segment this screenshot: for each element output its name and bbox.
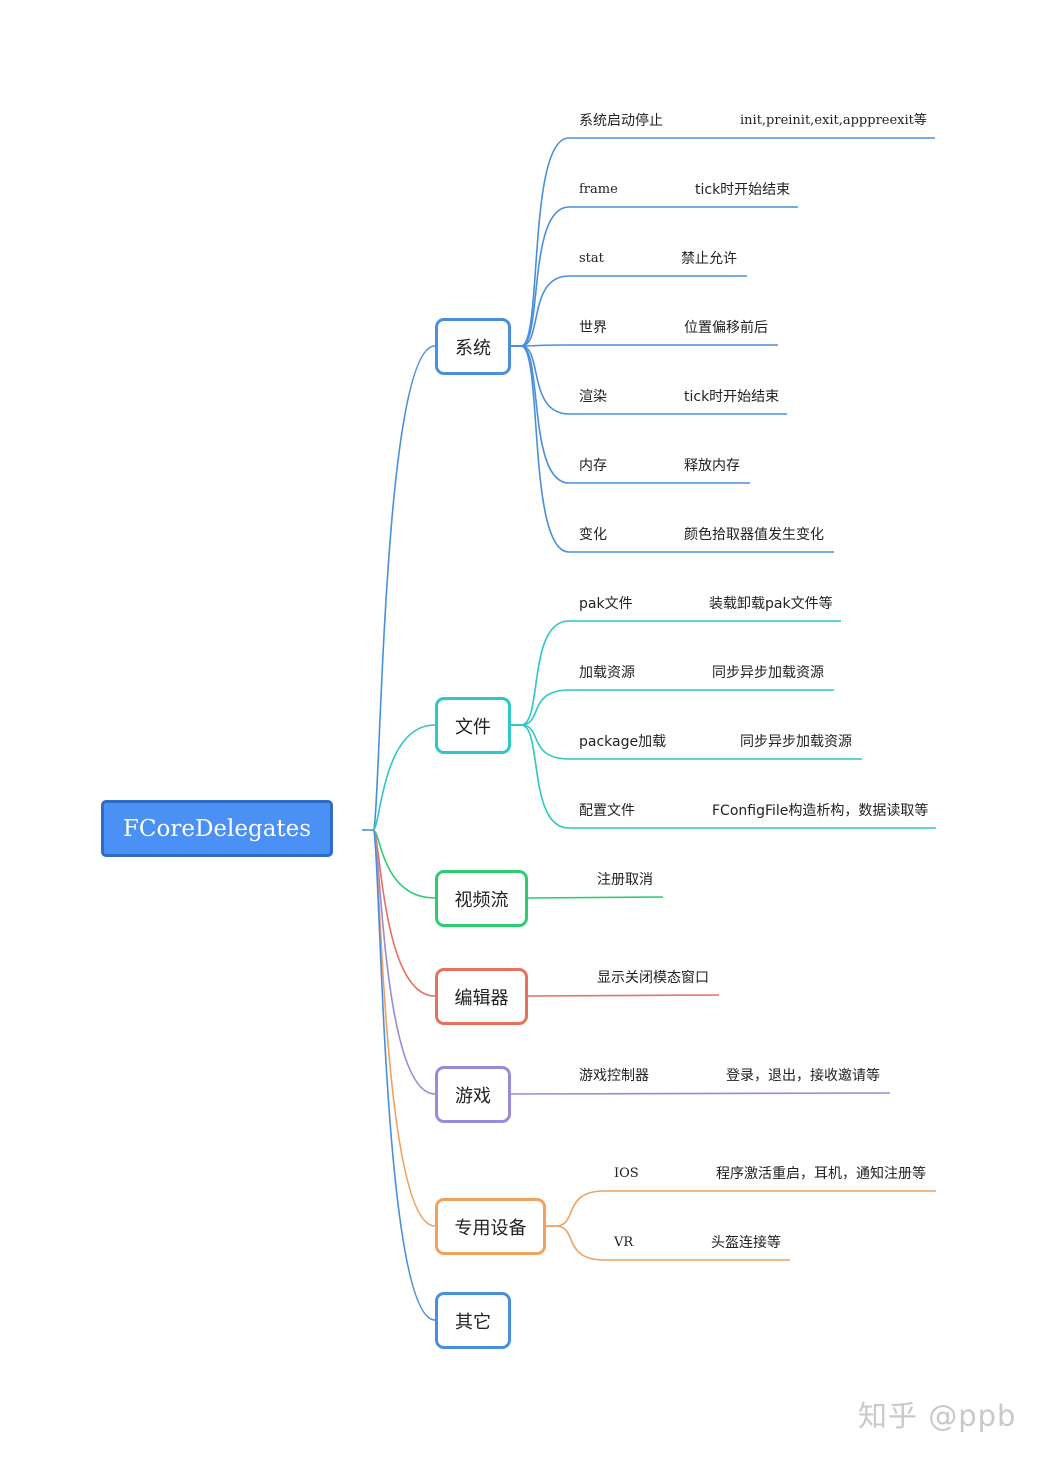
branch-connector — [372, 724, 436, 831]
leaf-key-label: 世界 — [579, 320, 607, 336]
branch-connector — [372, 829, 436, 1321]
leaf-value-label: 释放内存 — [684, 458, 740, 474]
leaf-key-label: 系统启动停止 — [579, 113, 663, 129]
leaf-value-label: 颜色拾取器值发生变化 — [684, 527, 824, 543]
leaf-connector — [511, 206, 798, 347]
leaf-key-label: 内存 — [579, 458, 607, 474]
branch-connector — [372, 829, 436, 899]
leaf-value-label: 登录，退出，接收邀请等 — [726, 1068, 880, 1084]
leaf-value-label: init,preinit,exit,apppreexit等 — [740, 113, 927, 128]
leaf-key-label: VR — [614, 1235, 634, 1250]
leaf-connector — [511, 345, 834, 553]
leaf-connector — [511, 724, 936, 829]
branch-node: 游戏 — [435, 1066, 511, 1123]
leaf-value-label: 程序激活重启，耳机，通知注册等 — [716, 1166, 926, 1182]
leaf-key-label: 加载资源 — [579, 665, 635, 681]
leaf-value-label: 禁止允许 — [681, 251, 737, 267]
leaf-key-label: IOS — [614, 1166, 639, 1181]
leaf-value-label: 头盔连接等 — [711, 1235, 781, 1251]
leaf-connector — [511, 620, 841, 726]
leaf-key-label: 显示关闭模态窗口 — [597, 970, 709, 986]
branch-node: 专用设备 — [435, 1198, 546, 1255]
leaf-value-label: tick时开始结束 — [695, 182, 791, 198]
leaf-connector — [511, 137, 935, 347]
branch-node: 文件 — [435, 697, 511, 754]
leaf-connector — [511, 344, 778, 347]
leaf-value-label: 同步异步加载资源 — [740, 734, 852, 750]
leaf-value-label: FConfigFile构造析构，数据读取等 — [712, 803, 929, 819]
branch-node: 视频流 — [435, 870, 528, 927]
leaf-key-label: stat — [579, 251, 604, 266]
root-node: FCoreDelegates — [101, 800, 333, 857]
leaf-value-label: 装载卸载pak文件等 — [709, 596, 833, 612]
branch-node: 系统 — [435, 318, 511, 375]
leaf-key-label: frame — [579, 182, 618, 197]
leaf-connector — [527, 896, 664, 899]
branch-node: 编辑器 — [435, 968, 528, 1025]
watermark: 知乎 @ppb — [858, 1399, 1017, 1433]
branch-connector — [372, 345, 436, 831]
leaf-value-label: tick时开始结束 — [684, 389, 780, 405]
leaf-key-label: 配置文件 — [579, 803, 635, 819]
leaf-connector — [546, 1225, 790, 1261]
leaf-connector — [510, 1092, 891, 1095]
leaf-key-label: 变化 — [579, 527, 607, 543]
leaf-value-label: 位置偏移前后 — [684, 320, 768, 336]
leaf-key-label: pak文件 — [579, 596, 633, 612]
leaf-connector — [511, 275, 747, 347]
branch-node: 其它 — [435, 1292, 511, 1349]
leaf-key-label: 渲染 — [579, 389, 607, 405]
leaf-key-label: package加载 — [579, 734, 667, 750]
leaf-value-label: 同步异步加载资源 — [712, 665, 824, 681]
leaf-connector — [546, 1190, 936, 1227]
leaf-connector — [511, 689, 834, 726]
leaf-connector — [527, 994, 720, 997]
leaf-key-label: 注册取消 — [597, 872, 653, 888]
leaf-key-label: 游戏控制器 — [579, 1068, 649, 1084]
